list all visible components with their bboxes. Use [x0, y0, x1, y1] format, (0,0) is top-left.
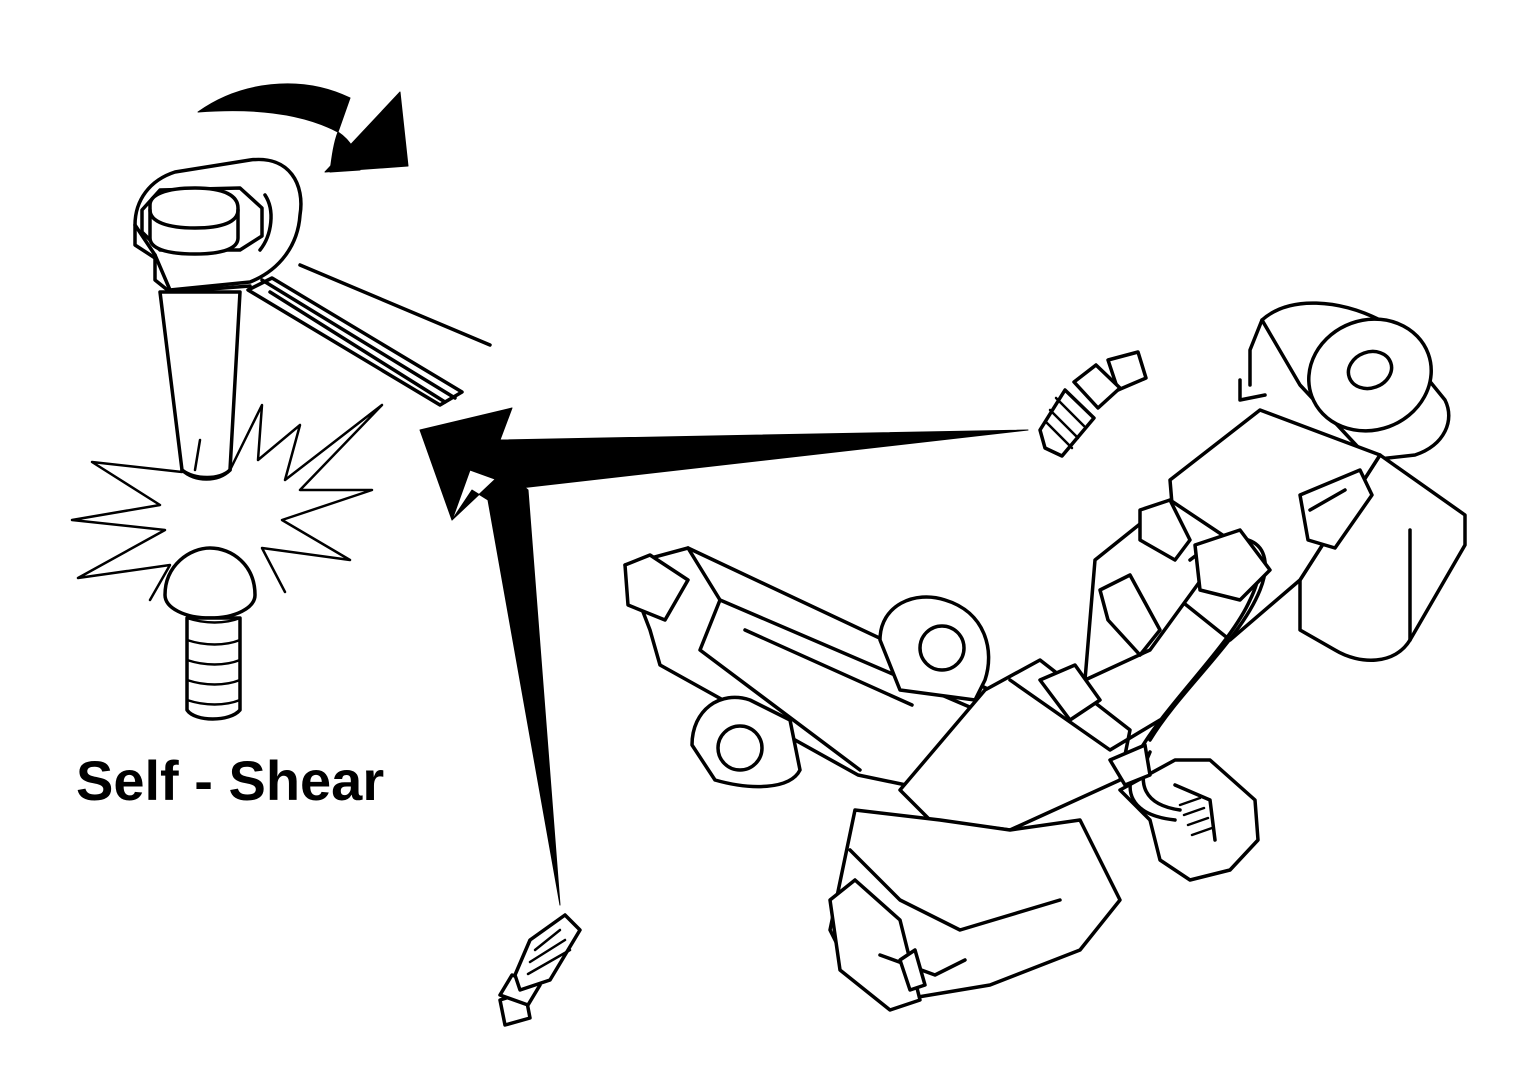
- self-shear-caption: Self - Shear: [76, 749, 385, 812]
- bolt-icon: [498, 913, 582, 1027]
- pointer-arrow-icon: [419, 407, 1029, 906]
- ignition-lock-housing-icon: [623, 301, 1467, 1012]
- bolt-icon: [158, 290, 242, 481]
- curved-arrow-icon: [197, 83, 409, 173]
- wrench-icon: [133, 157, 492, 407]
- bolt-icon: [1038, 350, 1148, 458]
- bolt-icon: [163, 546, 257, 721]
- break-burst-icon: [70, 403, 384, 602]
